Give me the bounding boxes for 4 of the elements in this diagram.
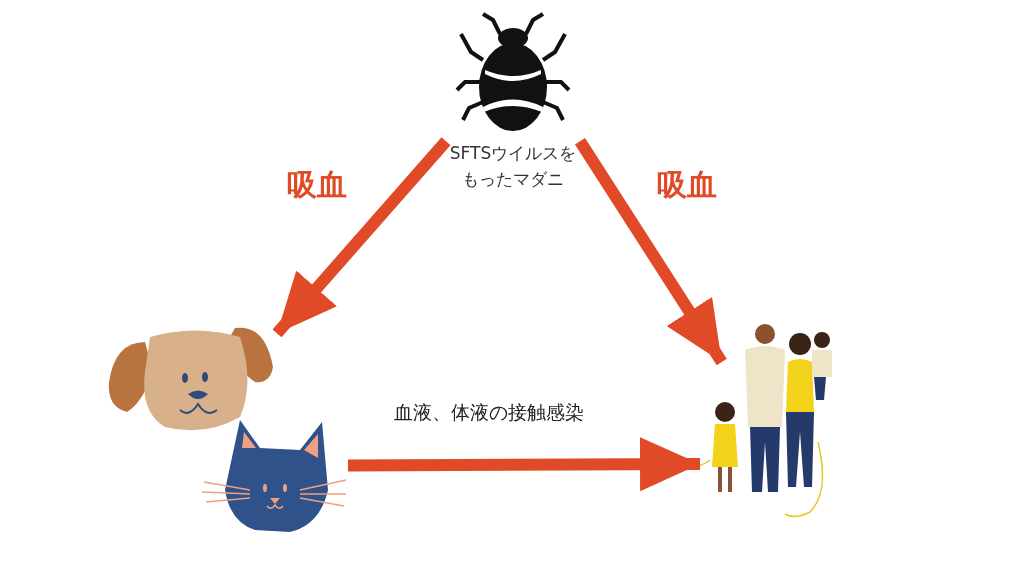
arrow [574,137,727,366]
tick-caption: SFTSウイルスをもったマダニ [448,142,578,191]
arrow [272,137,451,338]
arrow [347,437,701,492]
